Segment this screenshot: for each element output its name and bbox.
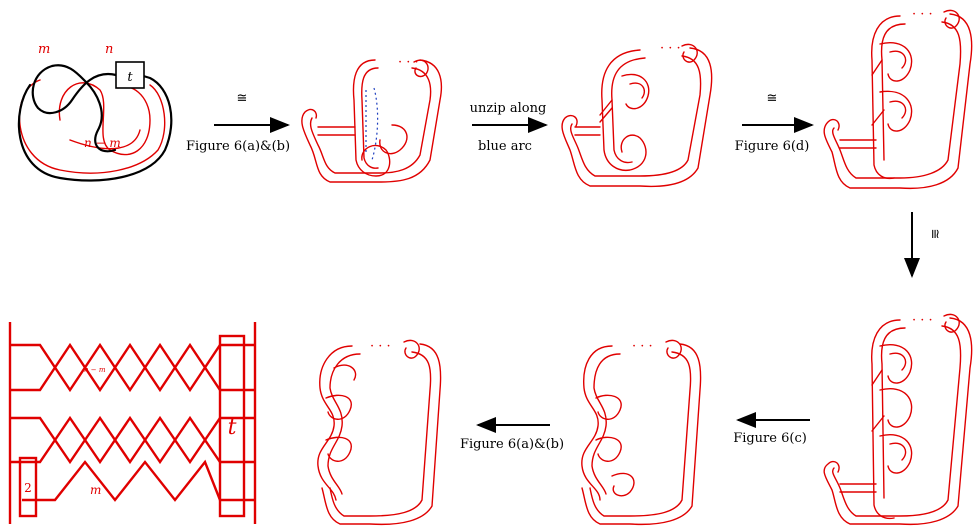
arrow-1: ≅ Figure 6(a)&(b) [186,91,290,154]
ellipsis-5: · · · [912,313,933,328]
ladder-band-5 [22,459,255,502]
hook7-right [403,339,420,359]
surface-inner-red [58,82,151,156]
blue-arc [365,87,379,161]
panel-ladder: t 2 n − m m [8,322,257,524]
arrow-1-bottom: Figure 6(a)&(b) [186,139,290,154]
band4-rungs [839,59,885,149]
box-t [218,334,246,518]
panel-surface-6: · · · [581,339,702,526]
ladder-label-t: t [228,415,237,440]
arrow-3: ≅ Figure 6(d) [735,91,814,154]
band-outer [301,59,443,183]
band7-twists [317,345,361,501]
label-m: m [38,42,50,57]
band3-rungs [574,99,613,136]
arrow-1-top: ≅ [237,91,248,106]
arrow-4: ≅ [904,212,942,278]
arrow-3-bottom: Figure 6(d) [735,139,810,154]
band4-outer [823,13,973,190]
hook4-right [943,9,960,29]
panel-surface-3: · · · [561,41,713,188]
ladder-label-n-minus-m: n − m [84,366,106,374]
band5-outer [823,317,973,526]
band3-loops [601,49,650,172]
arrow-6-bottom: Figure 6(a)&(b) [460,437,564,452]
hook6-right [665,339,682,359]
band4-inner [831,21,962,179]
ladder-band-3 [10,415,255,465]
band6-inner [589,351,692,517]
knot-curve [17,64,173,182]
panel-knot-start: t m n n − m [17,42,173,182]
arrow-4-side: ≅ [927,229,942,240]
arrow-5-bottom: Figure 6(c) [733,431,807,446]
ellipsis-4: · · · [912,7,933,22]
hook-right [413,59,429,78]
band5-loops [871,319,913,520]
hook5-right [943,313,960,333]
horizontal-bands [317,124,408,155]
label-t: t [127,70,133,85]
ladder-top-band [10,342,255,393]
band7-inner [329,351,432,517]
twist-box-t [115,61,145,89]
band6-twists [581,345,635,501]
loop-left-inner [361,67,379,169]
ellipsis-6: · · · [632,339,653,354]
band3-outer [561,47,713,188]
band3-inner [569,55,702,177]
surface-inner-red-2 [69,129,141,150]
loop-left [352,59,391,177]
arrow-3-top: ≅ [767,91,778,106]
arrow-5: Figure 6(c) [733,412,810,446]
hook3-right [681,43,698,63]
band5-rungs [839,369,885,493]
band5-inner [831,325,962,517]
panel-surface-2: · · · [301,55,443,183]
arrow-2-top: unzip along [470,101,547,116]
ladder-band-4 [10,415,255,465]
ladder-band-2 [10,342,255,393]
band7-outer [321,343,442,526]
band-inner [309,67,432,174]
panel-surface-4: · · · [823,7,973,190]
box-2 [18,456,38,518]
band4-loops [871,15,913,180]
panel-surface-7: · · · [317,339,442,526]
ellipsis-3: · · · [660,41,681,56]
label-n: n [105,42,113,57]
ladder-label-m: m [90,483,101,497]
surface-outer-red [18,79,166,174]
ladder-label-2: 2 [24,481,32,495]
ellipsis-2: · · · [398,55,419,70]
label-n-minus-m: n − m [84,136,121,150]
arrow-6: Figure 6(a)&(b) [460,417,564,452]
band6-outer [581,343,702,526]
arrow-2-bottom: blue arc [478,139,532,154]
ellipsis-7: · · · [370,339,391,354]
panel-surface-5: · · · [823,313,973,526]
arrow-2: unzip along blue arc [470,101,548,154]
